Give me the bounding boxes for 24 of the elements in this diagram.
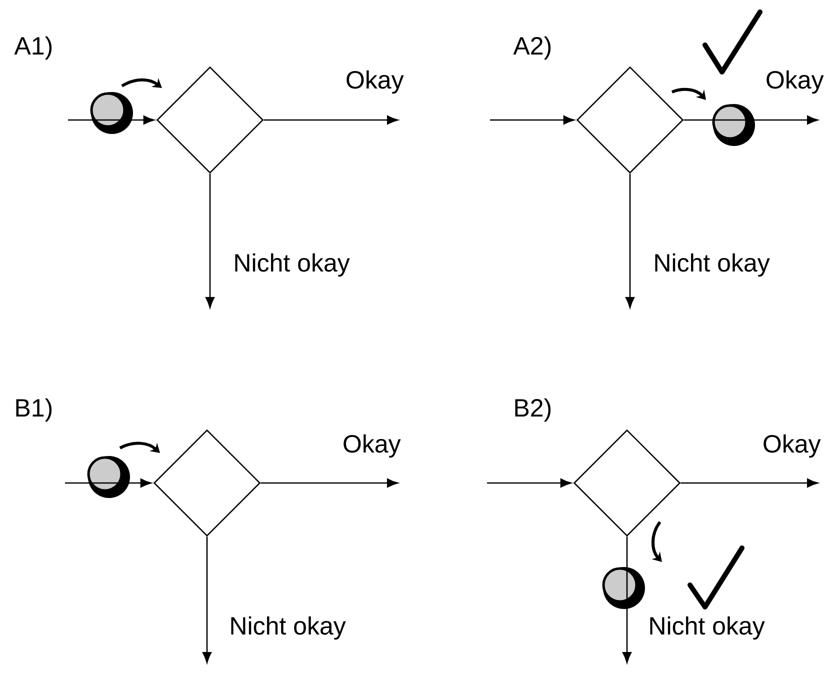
arrow <box>65 478 152 488</box>
arrow <box>684 116 818 124</box>
arrow <box>626 174 634 308</box>
edge-label: Nicht okay <box>231 616 346 640</box>
arrow <box>260 478 398 488</box>
arrow <box>680 478 818 488</box>
edge-label: Nicht okay <box>655 253 770 277</box>
arrow <box>68 116 154 124</box>
arrow <box>490 116 574 124</box>
edge-label: Okay <box>346 70 404 94</box>
arrow <box>622 536 632 664</box>
edge-label: Okay <box>764 434 821 458</box>
panel-label: A2) <box>513 36 551 60</box>
edge-label: Okay <box>344 434 401 458</box>
arrow <box>264 116 398 124</box>
panel-label: B2) <box>515 398 551 422</box>
edge-label: Nicht okay <box>235 253 350 277</box>
arrow <box>206 174 215 308</box>
arrow <box>487 478 572 488</box>
arrow <box>202 536 212 664</box>
edge-label: Nicht okay <box>650 616 765 640</box>
edge-label: Okay <box>766 70 824 94</box>
panel-label: A1) <box>14 36 52 60</box>
panel-label: B1) <box>16 398 52 422</box>
